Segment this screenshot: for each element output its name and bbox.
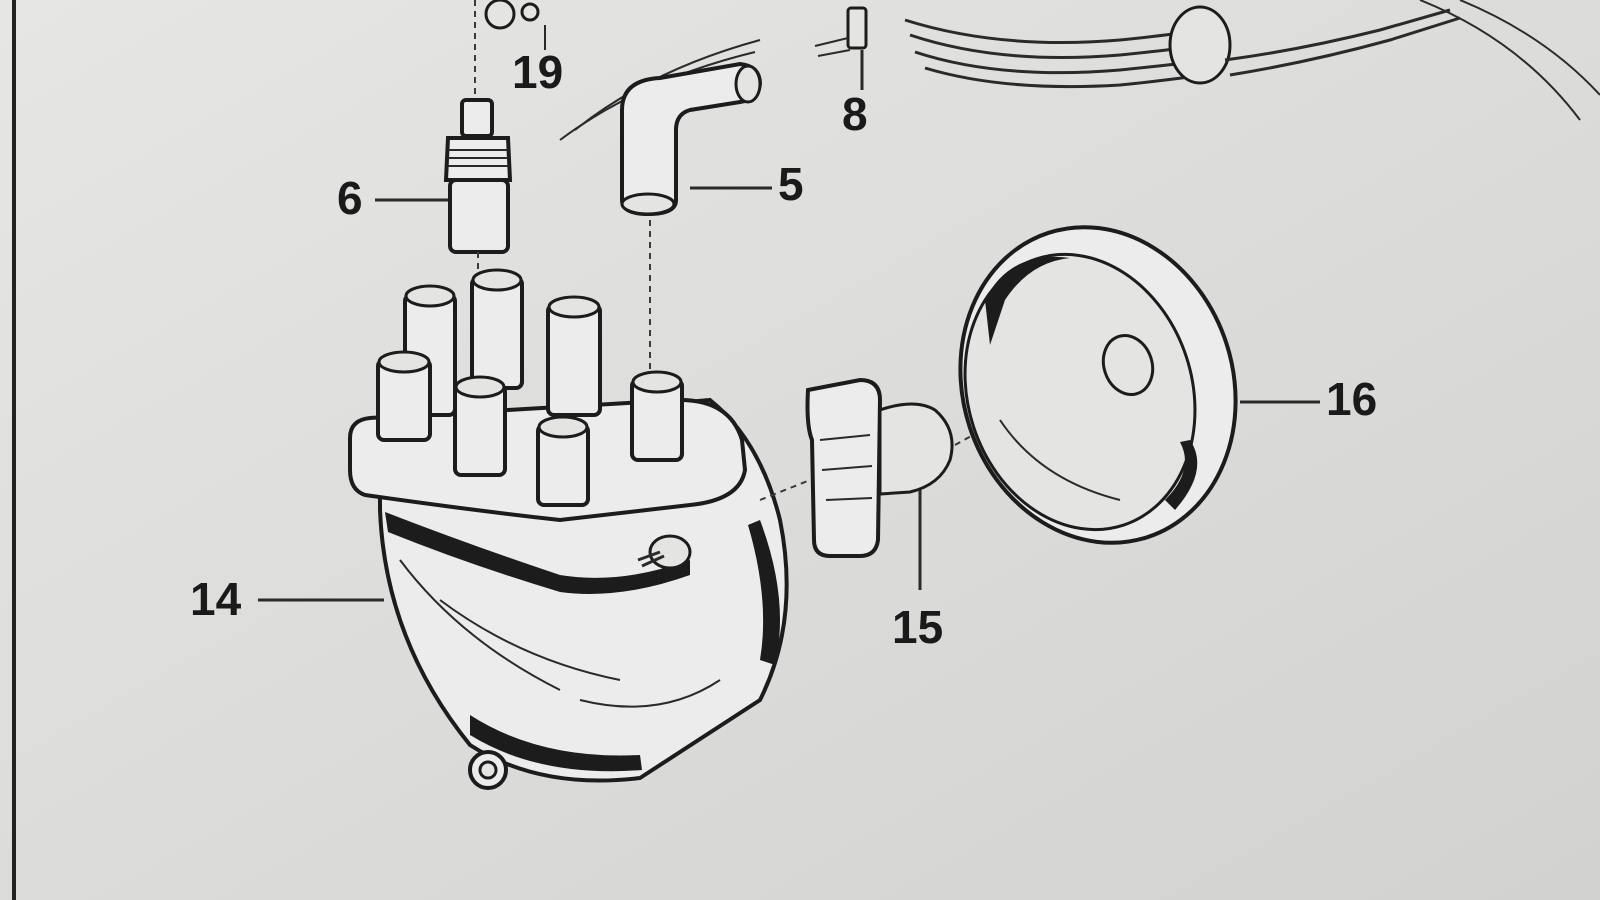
label-15: 15	[892, 601, 943, 653]
label-14: 14	[190, 573, 242, 625]
part-15-rotor-arm	[759, 374, 1081, 590]
cap-bottom-lug	[468, 750, 508, 790]
part-14-distributor-cap	[258, 268, 789, 790]
cap-towers	[376, 268, 684, 507]
label-19: 19	[512, 46, 563, 98]
label-5: 5	[778, 158, 804, 210]
label-6: 6	[337, 172, 363, 224]
part-8-connector	[814, 6, 868, 90]
wiring-harness	[559, 0, 1600, 141]
part-16-dust-shield	[958, 225, 1320, 545]
part-19-nut	[484, 0, 546, 50]
label-16: 16	[1326, 373, 1377, 425]
label-8: 8	[842, 88, 868, 140]
cap-clip-screw	[637, 534, 692, 570]
part-6-straight-plug	[375, 0, 513, 285]
part-5-angled-plug-boot	[620, 61, 772, 378]
